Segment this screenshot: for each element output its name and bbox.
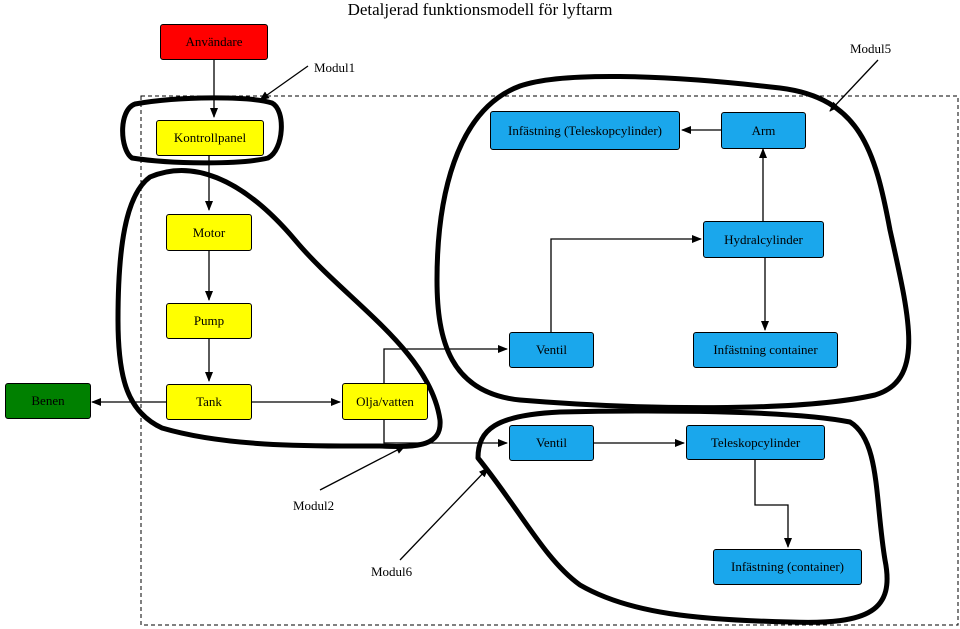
edge-olja-ventil-upper	[383, 345, 508, 383]
node-arm: Arm	[721, 112, 806, 149]
node-ventil-upper: Ventil	[509, 332, 594, 368]
edge-olja-ventil-lower	[383, 420, 508, 447]
modul2-outline	[115, 168, 443, 449]
edge-ventil-hydralcylinder	[550, 235, 702, 332]
modul6-outline	[475, 408, 890, 625]
node-olja-vatten: Olja/vatten	[342, 383, 428, 420]
label-modul6: Modul6	[371, 564, 413, 579]
node-infastning-container-2: Infästning (container)	[713, 549, 862, 585]
modul6-pointer	[399, 467, 489, 561]
label-modul5: Modul5	[850, 41, 892, 56]
modul2-pointer	[319, 445, 406, 491]
node-motor: Motor	[166, 214, 252, 251]
modul5-pointer	[829, 59, 879, 112]
node-anvandare: Användare	[160, 24, 268, 60]
node-infastning-container: Infästning container	[693, 332, 838, 368]
system-boundary	[140, 95, 959, 626]
node-hydralcylinder: Hydralcylinder	[703, 221, 824, 258]
modul5-outline	[434, 73, 912, 411]
node-tank: Tank	[166, 384, 252, 420]
label-modul2: Modul2	[293, 498, 335, 513]
node-benen: Benen	[5, 383, 91, 419]
edge-teleskopcylinder-infastning	[754, 460, 792, 548]
modul1-outline	[120, 95, 284, 166]
node-infastning-teleskopcylinder: Infästning (Teleskopcylinder)	[490, 111, 680, 150]
node-kontrollpanel: Kontrollpanel	[156, 120, 264, 156]
node-ventil-lower: Ventil	[509, 425, 594, 461]
node-teleskopcylinder: Teleskopcylinder	[686, 425, 825, 460]
modul1-pointer	[259, 65, 309, 101]
diagram-title: Detaljerad funktionsmodell för lyftarm	[347, 0, 613, 19]
label-modul1: Modul1	[314, 60, 356, 75]
node-pump: Pump	[166, 303, 252, 339]
